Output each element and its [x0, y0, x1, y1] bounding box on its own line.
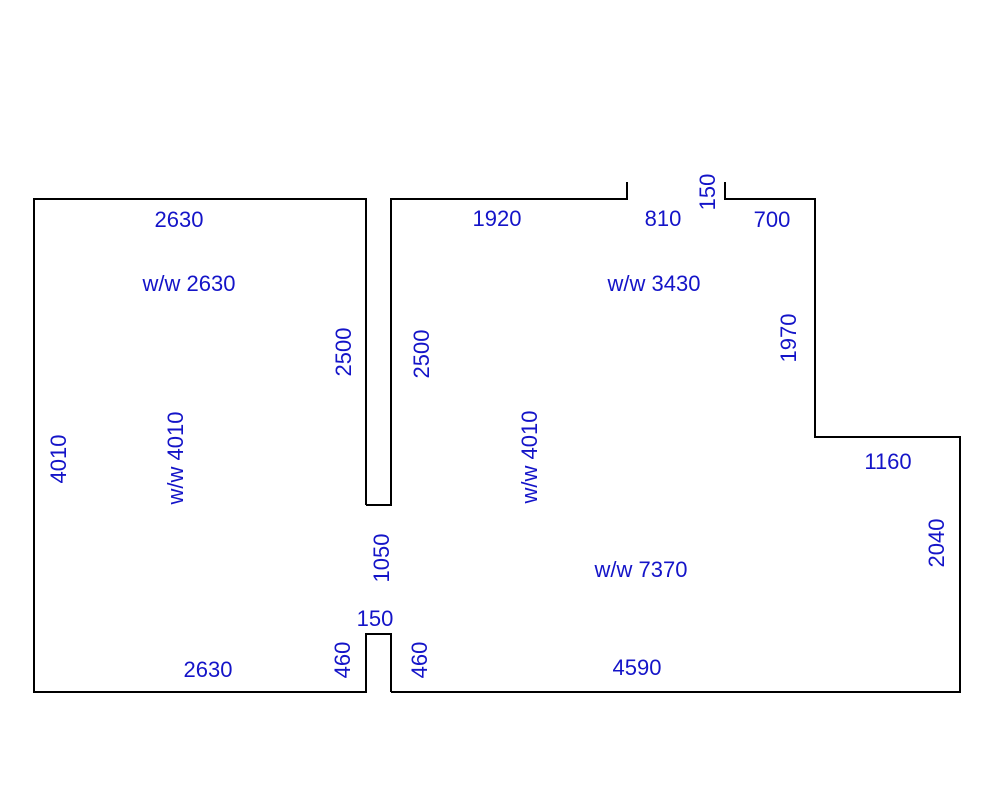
right-left-wall-upper-label: 2500 — [409, 330, 434, 379]
left-top-length-label: 2630 — [155, 207, 204, 232]
right-top-opening-label: 810 — [645, 206, 682, 231]
left-height-label: 4010 — [46, 435, 71, 484]
right-height-label: 2040 — [924, 519, 949, 568]
left-right-wall-lower-label: 460 — [330, 642, 355, 679]
left-room-outline — [33, 198, 392, 693]
right-ww-width-bottom-label: w/w 7370 — [594, 557, 688, 582]
partition-upper-return — [366, 182, 628, 506]
right-ww-width-top-label: w/w 3430 — [607, 271, 701, 296]
right-top-left-segment-label: 1920 — [473, 206, 522, 231]
right-room-outline — [391, 182, 961, 693]
right-left-wall-lower-label: 460 — [407, 642, 432, 679]
left-ww-depth-label: w/w 4010 — [163, 412, 188, 506]
right-top-right-segment-label: 700 — [754, 207, 791, 232]
right-step-vertical-label: 1970 — [776, 314, 801, 363]
right-bottom-length-label: 4590 — [613, 655, 662, 680]
left-ww-width-label: w/w 2630 — [142, 271, 236, 296]
partition-thickness-label: 150 — [357, 606, 394, 631]
left-right-wall-upper-label: 2500 — [331, 328, 356, 377]
right-ww-depth-label: w/w 4010 — [517, 411, 542, 505]
right-step-horizontal-label: 1160 — [864, 449, 911, 474]
left-bottom-length-label: 2630 — [184, 657, 233, 682]
right-opening-return-label: 150 — [695, 174, 720, 211]
doorway-width-label: 1050 — [369, 534, 394, 583]
